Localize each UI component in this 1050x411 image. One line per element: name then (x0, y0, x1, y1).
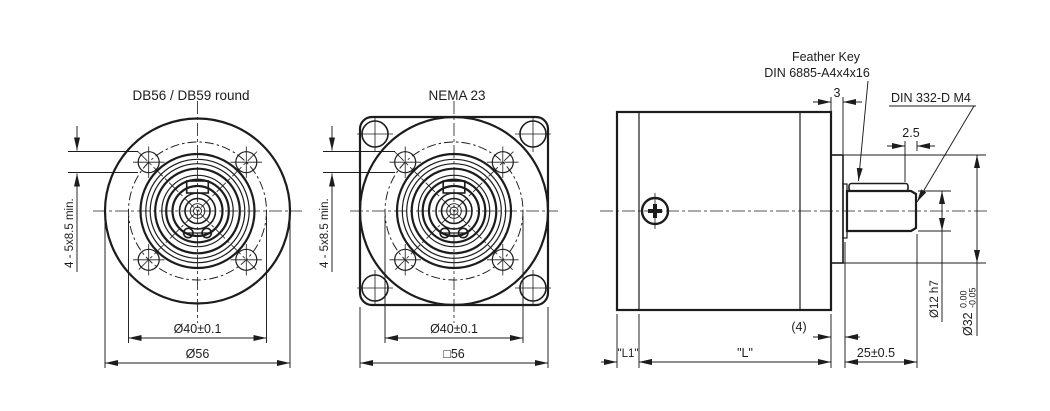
shaft-length-dim: 25±0.5 (857, 346, 895, 360)
dim-step: (4) (791, 320, 860, 340)
dim-square-holes: 4 - 5x8.5 min. (319, 126, 395, 272)
pilot-length-dim: 3 (834, 86, 841, 100)
rear-length-dim: "L1" (618, 348, 639, 360)
body-length-dim: "L" (737, 346, 753, 360)
dim-round-outer: Ø56 (104, 218, 291, 368)
dim-square-outer: □56 (359, 307, 549, 368)
feather-key-callout: Feather Key DIN 6885-A4x4x16 (764, 50, 870, 182)
feather-key-label-line2: DIN 6885-A4x4x16 (764, 66, 870, 80)
pilot-dia-dim: Ø32 (961, 312, 975, 336)
side-view: Feather Key DIN 6885-A4x4x16 DIN 332-D M… (600, 50, 988, 368)
round-holes-note: 4 - 5x8.5 min. (64, 198, 76, 268)
pilot-dia-tol-lower: -0.05 (968, 287, 978, 308)
round-bolt-circle-dim: Ø40±0.1 (174, 322, 222, 336)
center-hole-label: DIN 332-D M4 (891, 91, 971, 105)
square-bolt-circle-dim: Ø40±0.1 (430, 322, 478, 336)
shaft-dia-dim: Ø12 h7 (929, 280, 941, 318)
square-flange-title: NEMA 23 (428, 88, 485, 103)
round-flange-title: DB56 / DB59 round (132, 88, 249, 103)
front-view-round: DB56 / DB59 round (64, 88, 302, 368)
dim-lengths: "L1" "L" 25±0.5 (601, 234, 918, 368)
center-hole-callout: DIN 332-D M4 (889, 91, 976, 203)
square-corner-holes (357, 116, 551, 306)
feather-key-label-line1: Feather Key (792, 50, 861, 64)
front-view-square: NEMA 23 (319, 88, 558, 368)
dim-pilot-length: 3 (813, 86, 862, 154)
dim-square-bolt-circle: Ø40±0.1 (384, 216, 524, 343)
square-bolt-circle (384, 141, 524, 281)
round-bolt-circle (128, 141, 267, 281)
key-end-dim: 2.5 (902, 126, 919, 140)
dim-pilot-dia: Ø32 0.00 -0.05 (843, 154, 986, 336)
round-flange-outline (103, 117, 292, 305)
dim-round-bolt-circle: Ø40±0.1 (128, 216, 267, 343)
feather-key (848, 182, 909, 192)
square-mounting-holes (389, 146, 519, 276)
output-shaft (845, 189, 918, 233)
dim-shaft-dia: Ø12 h7 (918, 190, 951, 322)
round-centerlines (93, 101, 302, 323)
pilot-flange (830, 154, 844, 264)
dim-key-end: 2.5 (887, 126, 935, 182)
square-holes-note: 4 - 5x8.5 min. (319, 198, 331, 268)
round-mounting-holes (133, 146, 262, 276)
square-outer-dim: □56 (443, 347, 465, 361)
dim-round-holes: 4 - 5x8.5 min. (64, 126, 138, 272)
step-dim: (4) (791, 320, 806, 334)
square-pilot-circle (358, 115, 550, 307)
round-outer-dim: Ø56 (186, 347, 210, 361)
cover-screw (640, 193, 670, 229)
pilot-dia-tol-upper: 0.00 (959, 290, 969, 308)
